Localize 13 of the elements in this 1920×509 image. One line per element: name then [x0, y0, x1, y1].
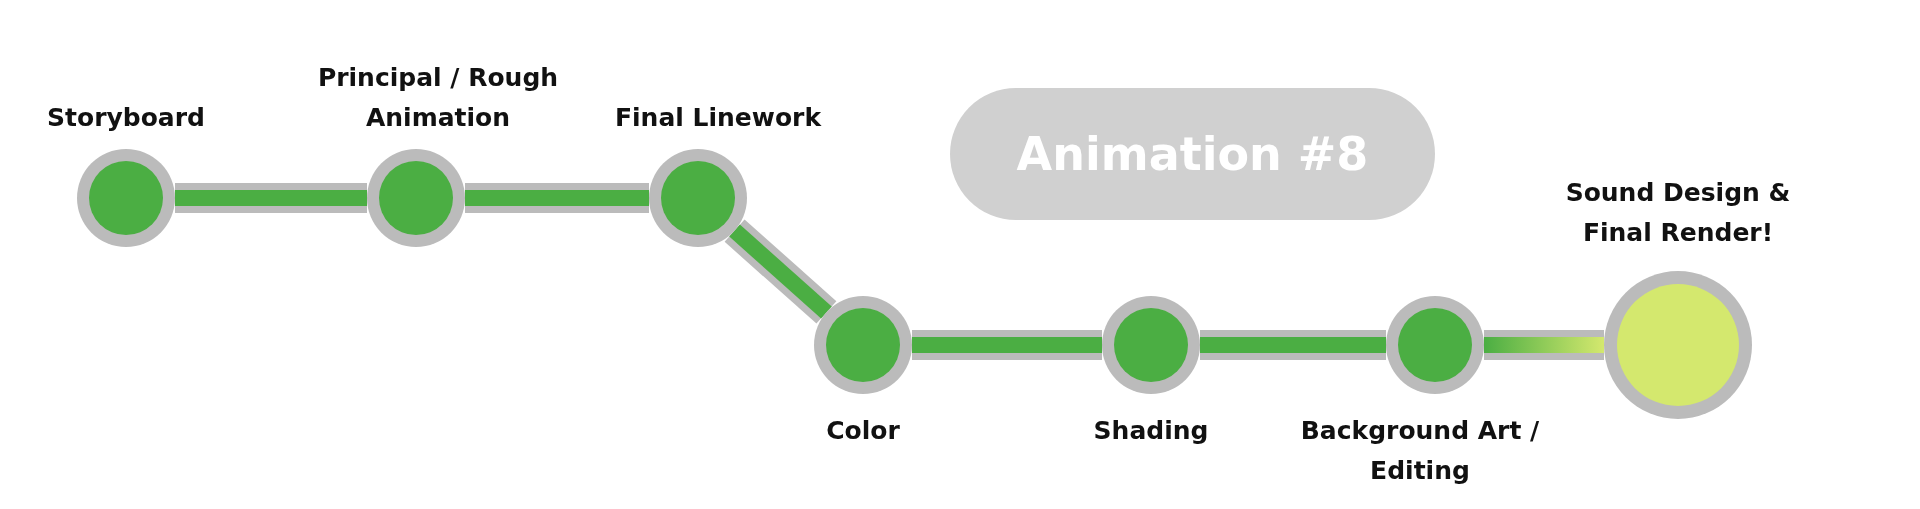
track-line	[1200, 330, 1386, 360]
track-line	[912, 330, 1102, 360]
station-label: Shading	[1092, 415, 1210, 447]
station-label: Storyboard	[46, 102, 206, 134]
track-line	[1484, 330, 1604, 360]
station-label: Color	[825, 415, 901, 447]
track-line	[724, 219, 837, 324]
station-label: Background Art / Editing	[1299, 415, 1541, 487]
station-label: Sound Design & Final Render!	[1564, 177, 1792, 249]
track-line	[175, 183, 367, 213]
station-label: Final Linework	[613, 102, 823, 134]
track-line	[465, 183, 649, 213]
station-label: Principal / Rough Animation	[316, 62, 560, 134]
